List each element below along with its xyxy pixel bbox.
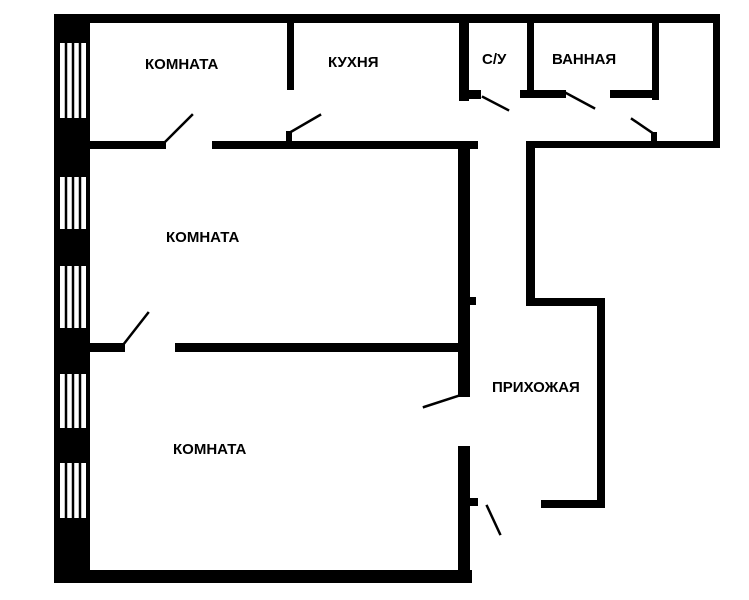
bath-lower-stub-left [520,90,566,98]
hallway-left-corridor-wall [526,141,535,305]
doors [121,91,657,536]
hallway-bottom-wall [541,500,605,508]
toilet-lower-stub [469,90,481,99]
central-wall-notch-upper [470,297,476,305]
utility-lower-wall [526,141,720,148]
central-wall-upper [458,141,470,397]
window-2 [60,177,86,229]
central-wall-notch-lower [470,498,478,506]
door-toilet [481,95,510,112]
door-top-left-room [164,113,194,143]
window-1 [60,43,86,118]
label-room-middle: КОМНАТА [166,229,239,246]
bottom-outer-wall [54,570,472,583]
bath-lower-stub-right [610,90,658,98]
walls [54,14,720,583]
window-5 [60,463,86,518]
hallway-top-wall [526,298,605,306]
label-kitchen: КУХНЯ [328,54,378,71]
top-rooms-lower-wall-b [212,141,478,149]
label-hallway: ПРИХОЖАЯ [492,379,580,396]
door-bathroom [564,91,596,110]
top-rooms-lower-wall-a [90,141,166,149]
middle-room-bottom-wall-b [175,343,460,352]
door-kitchen-hinge [286,131,292,141]
room-divider-top [287,23,294,90]
door-entrance [485,504,502,536]
window-4 [60,374,86,428]
right-utility-wall [713,14,720,148]
label-room-top-left: КОМНАТА [145,56,218,73]
door-utility [630,117,656,136]
hallway-right-wall [597,298,605,508]
middle-room-bottom-wall-a [90,343,125,352]
door-middle-room [121,311,150,347]
toilet-right-wall [527,23,534,93]
door-utility-hinge [651,132,657,142]
window-3 [60,266,86,328]
label-bathroom: ВАННАЯ [552,51,616,68]
door-kitchen [287,113,322,135]
windows [60,43,86,518]
label-room-bottom: КОМНАТА [173,441,246,458]
label-toilet: С/У [482,51,507,68]
top-outer-wall [54,14,720,23]
central-wall-lower [458,446,470,583]
toilet-left-wall [459,23,469,101]
bath-right-wall [652,23,659,100]
door-bottom-room [422,394,460,409]
